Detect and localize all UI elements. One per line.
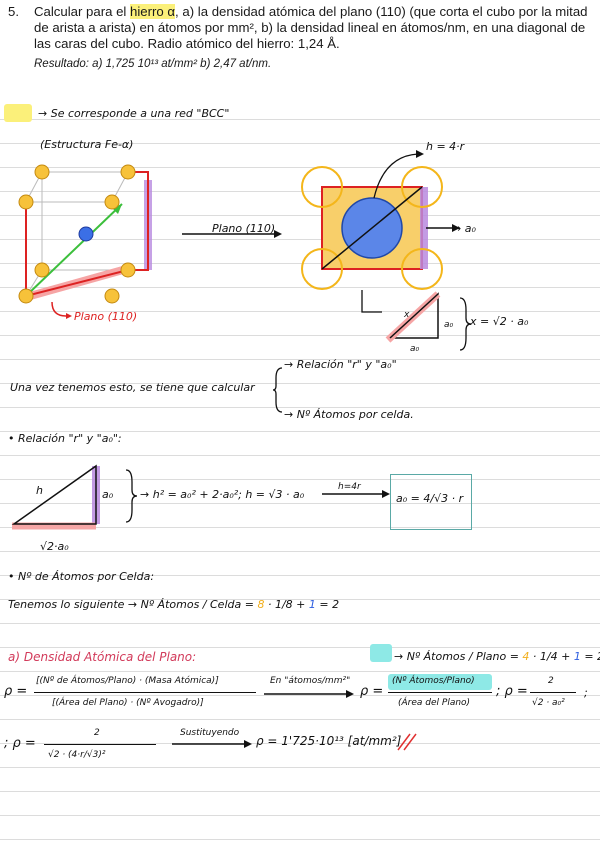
a0-side-label: a₀: [444, 320, 454, 330]
en-atomos-label: En "átomos/mm²": [270, 676, 351, 686]
rho-symbol-1: ρ =: [4, 684, 28, 699]
rho-symbol-2: ρ =: [360, 684, 384, 699]
tri-h-label: h: [36, 484, 43, 497]
en-atomos-arrow: [264, 690, 354, 698]
h4r-label: h=4r: [338, 482, 361, 492]
h-equals-4r: h = 4·r: [426, 140, 465, 153]
diagonal-triangle: [385, 291, 441, 343]
relacion-branch: → Relación "r" y "a₀": [284, 358, 397, 371]
plane-atoms-line: → Nº Átomos / Plano = 4 · 1/4 + 1 = 2: [394, 650, 600, 663]
fraction-bar-4: [44, 744, 156, 745]
plano-arrow: [182, 230, 282, 238]
equation-h2: → h² = a₀² + 2·a₀²; h = √3 · a₀: [140, 488, 305, 501]
h4r-arrow: [322, 490, 390, 498]
x-label: x: [404, 310, 410, 320]
rho3-denominator: √2 · a₀²: [532, 698, 565, 708]
rho2-numerator: (Nº Átomos/Plano): [392, 676, 475, 686]
estructura-note: (Estructura Fe-α): [40, 138, 134, 151]
plane-110-diagram: [301, 150, 460, 313]
problem-text: Calcular para el hierro α, a) la densida…: [34, 4, 588, 51]
atomos-branch: → Nº Átomos por celda.: [284, 408, 414, 421]
relation-triangle: [11, 464, 100, 530]
fraction-bar-2: [388, 692, 492, 693]
brace-right: [459, 297, 472, 351]
rho-numerator: [(Nº de Átomos/Plano) · (Masa Atómica)]: [36, 676, 219, 686]
bcc-cube-diagram: [18, 164, 152, 319]
rho3-numerator: 2: [548, 676, 554, 686]
relacion-title: • Relación "r" y "a₀":: [8, 432, 122, 445]
highlight-hierro: hierro α: [130, 4, 176, 19]
problem-number: 5.: [8, 4, 19, 19]
tri-base-label: √2·a₀: [40, 540, 69, 553]
final-result: ρ = 1'725·10¹³ [at/mm²]: [256, 734, 402, 748]
boxed-result: [390, 474, 472, 530]
rho4-numerator: 2: [94, 728, 100, 738]
rho4-denominator: √2 · (4·r/√3)²: [48, 750, 106, 760]
problem-result: Resultado: a) 1,725 10¹³ at/mm² b) 2,47 …: [34, 58, 272, 70]
a0-bottom-label: a₀: [410, 344, 420, 354]
sustituyendo-arrow: [172, 740, 252, 748]
cyan-highlight-num: [388, 674, 492, 690]
semicolon: ;: [584, 686, 588, 699]
sustituyendo-label: Sustituyendo: [180, 728, 240, 738]
rho-symbol-4: ; ρ =: [4, 736, 36, 751]
plano-110-arrow-label: Plano (110): [212, 222, 276, 235]
tri-a0-label: a₀: [102, 488, 114, 501]
rho2-denominator: (Área del Plano): [398, 698, 471, 708]
rho-denominator: [(Área del Plano) · (Nº Avogadro)]: [52, 698, 204, 708]
bcc-note: → Se corresponde a una red "BCC": [38, 107, 230, 120]
yellow-marker: [4, 104, 32, 122]
atomos-title: • Nº de Átomos por Celda:: [8, 570, 155, 583]
check-mark: [397, 733, 417, 751]
fraction-bar-3: [530, 692, 576, 693]
densidad-title: a) Densidad Atómica del Plano:: [8, 650, 197, 664]
x-result: x = √2 · a₀: [470, 315, 529, 328]
big-brace: [272, 367, 283, 413]
tenemos-line: Tenemos lo siguiente → Nº Átomos / Celda…: [8, 598, 340, 611]
plano-110-label: Plano (110): [74, 310, 138, 323]
center-atom: [78, 226, 94, 242]
boxed-a0: a₀ = 4/√3 · r: [396, 492, 464, 505]
fraction-bar-1: [34, 692, 256, 693]
brace-relation: [125, 469, 138, 523]
a0-arrow-label: → a₀: [452, 222, 476, 235]
cyan-marker: [370, 644, 392, 662]
rho-symbol-3: ; ρ =: [496, 684, 528, 699]
una-vez-text: Una vez tenemos esto, se tiene que calcu…: [10, 381, 255, 394]
